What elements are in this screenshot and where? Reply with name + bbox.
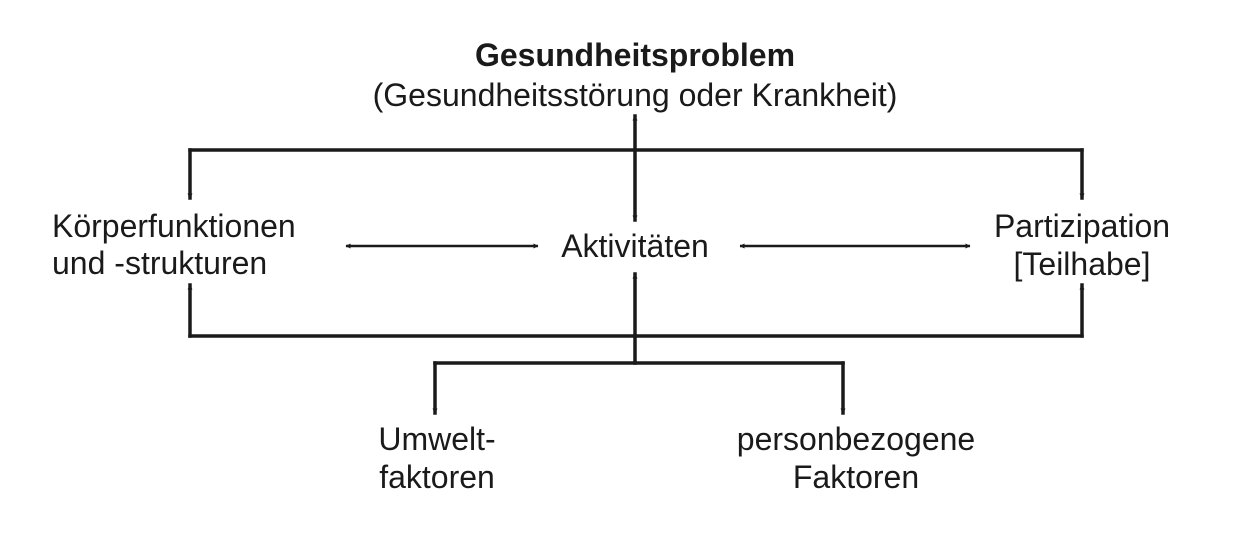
environmental-factors-line2: faktoren xyxy=(379,459,495,495)
health-problem-subtitle: (Gesundheitsstörung oder Krankheit) xyxy=(373,77,898,113)
environmental-factors-line1: Umwelt- xyxy=(378,421,495,457)
participation-line2: [Teilhabe] xyxy=(1014,246,1151,282)
node-activities: Aktivitäten xyxy=(561,228,709,264)
health-problem-title: Gesundheitsproblem xyxy=(475,37,795,73)
activities-label: Aktivitäten xyxy=(561,228,709,264)
participation-line1: Partizipation xyxy=(994,208,1170,244)
body-functions-line2: und -strukturen xyxy=(52,245,267,281)
node-participation: Partizipation [Teilhabe] xyxy=(994,208,1170,282)
node-environmental-factors: Umwelt- faktoren xyxy=(378,421,495,495)
personal-factors-line1: personbezogene xyxy=(737,421,975,457)
node-body-functions: Körperfunktionen und -strukturen xyxy=(52,208,296,281)
node-health-problem: Gesundheitsproblem (Gesundheitsstörung o… xyxy=(373,37,898,113)
personal-factors-line2: Faktoren xyxy=(793,459,919,495)
body-functions-line1: Körperfunktionen xyxy=(52,208,296,244)
node-personal-factors: personbezogene Faktoren xyxy=(737,421,975,495)
